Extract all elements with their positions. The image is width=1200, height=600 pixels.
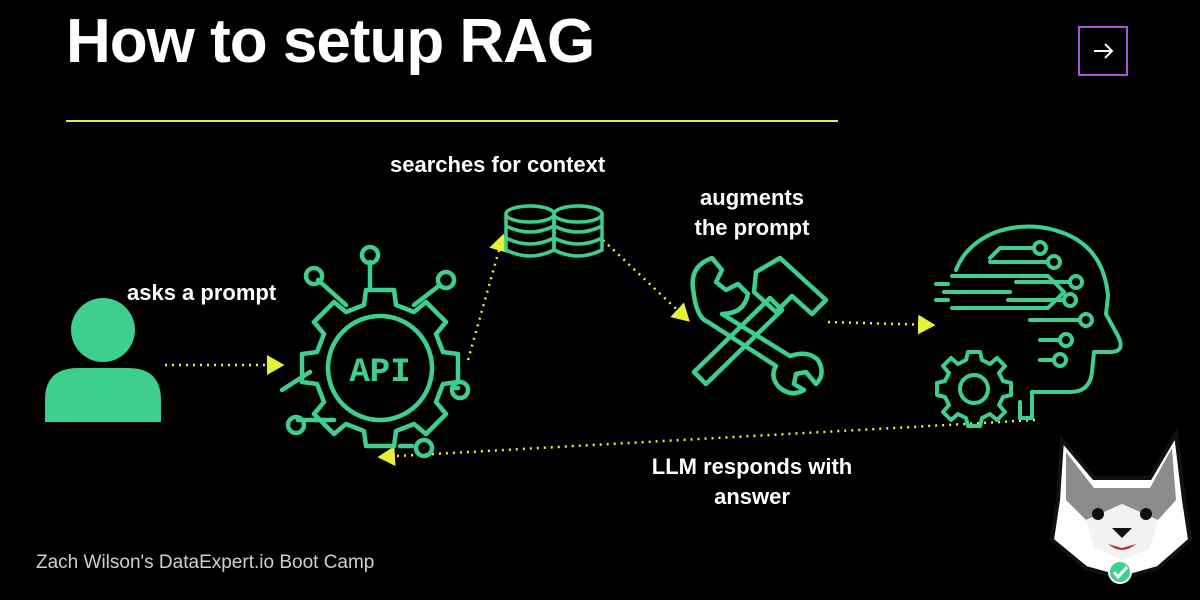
user-icon <box>45 298 161 422</box>
api-gear-icon <box>279 244 471 459</box>
label-augment-line2: the prompt <box>694 215 810 240</box>
arrow-tools-to-llm <box>827 314 936 335</box>
label-response-line2: answer <box>714 484 790 509</box>
arrow-right-icon <box>1094 43 1114 59</box>
label-response-line1: LLM responds with <box>651 454 853 479</box>
label-augment-line1: augments <box>700 185 804 210</box>
label-llm-response: LLM responds with answer <box>643 452 861 512</box>
api-icon-text: API <box>349 354 410 392</box>
husky-mascot-icon <box>1049 427 1193 584</box>
flow-arrows <box>165 233 1036 467</box>
page-title: How to setup RAG <box>66 7 595 76</box>
arrow-db-to-tools <box>602 239 690 322</box>
ai-head-icon <box>934 224 1123 428</box>
label-augment-prompt: augments the prompt <box>690 183 814 243</box>
next-slide-button[interactable] <box>1078 26 1128 76</box>
label-search-context: searches for context <box>390 152 606 177</box>
tools-icon <box>690 255 829 396</box>
database-icon <box>504 204 604 258</box>
arrow-api-to-db <box>466 233 509 361</box>
title-divider <box>66 120 838 122</box>
footer-credit: Zach Wilson's DataExpert.io Boot Camp <box>36 552 375 573</box>
label-ask-prompt: asks a prompt <box>127 280 277 305</box>
arrow-llm-to-api <box>377 418 1036 467</box>
